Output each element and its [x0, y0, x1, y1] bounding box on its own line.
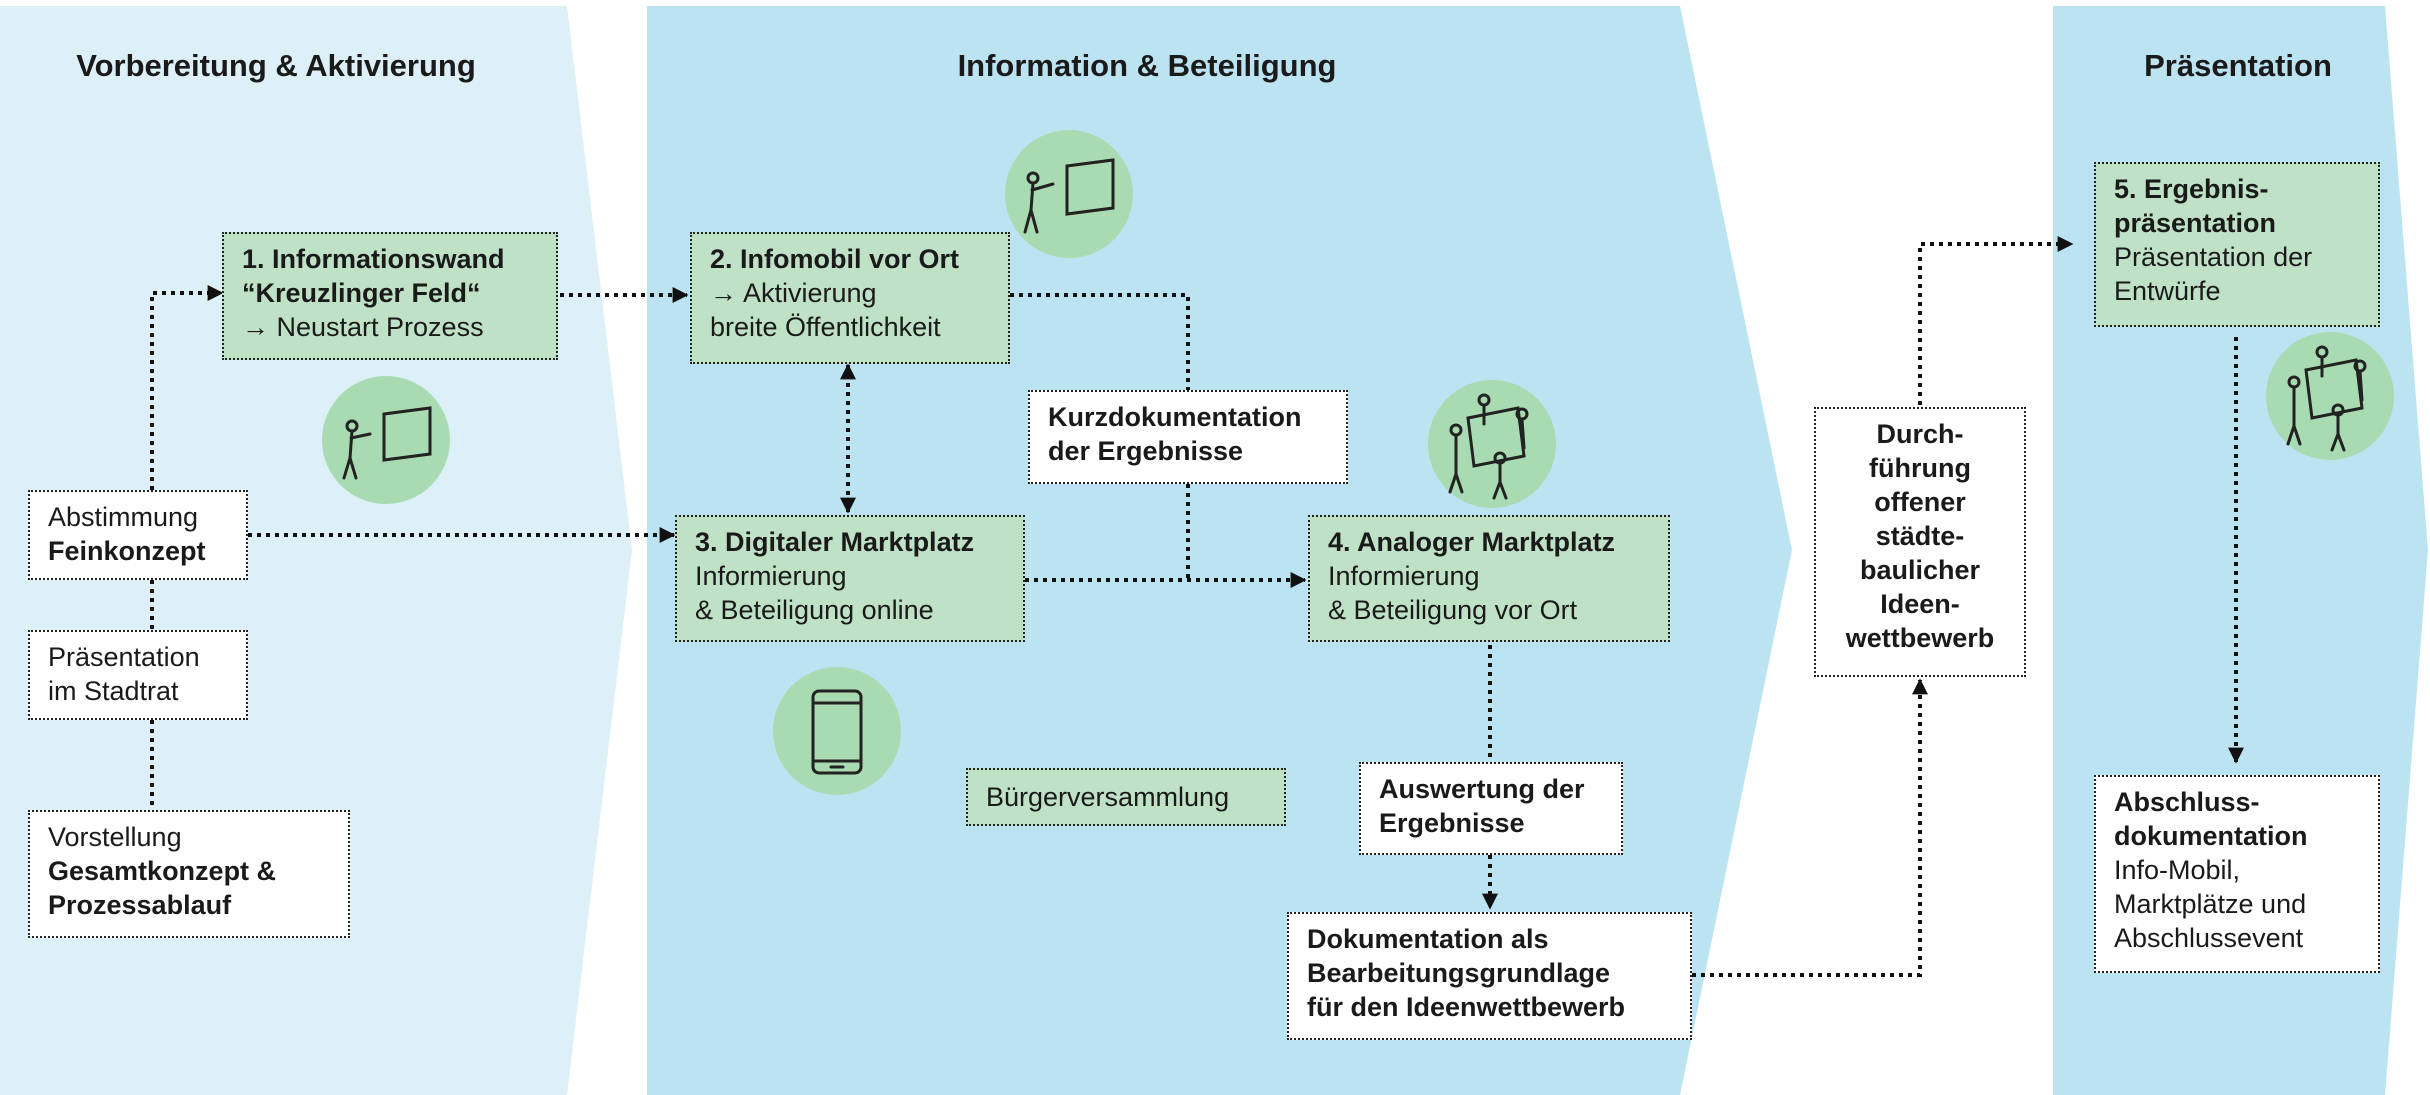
- box-title: “Kreuzlinger Feld“: [242, 278, 481, 308]
- box-text: Abstimmung: [48, 502, 199, 532]
- box-text: Marktplätze und: [2114, 889, 2307, 919]
- box-text: → Neustart Prozess: [242, 312, 484, 342]
- box-title: Ergebnisse: [1379, 808, 1525, 838]
- box-text: im Stadtrat: [48, 676, 179, 706]
- box-title: Bearbeitungsgrundlage: [1307, 958, 1611, 988]
- box-text: Info-Mobil,: [2114, 855, 2241, 885]
- box-title: 4. Analoger Marktplatz: [1328, 527, 1616, 557]
- box-infomobil: 2. Infomobil vor Ort → Aktivierung breit…: [690, 232, 1010, 364]
- phase-title-information: Information & Beteiligung: [957, 48, 1337, 83]
- box-title: 3. Digitaler Marktplatz: [695, 527, 975, 557]
- box-abschlussdokumentation: Abschluss- dokumentation Info-Mobil, Mar…: [2094, 775, 2380, 973]
- group-holding-board-icon: [2266, 332, 2394, 460]
- box-title: 1. Informationswand: [242, 244, 505, 274]
- box-title: dokumentation: [2114, 821, 2308, 851]
- box-title: wettbewerb: [1845, 623, 1995, 653]
- box-text: Präsentation der: [2114, 242, 2313, 272]
- box-title: präsentation: [2114, 208, 2277, 238]
- box-title: für den Ideenwettbewerb: [1307, 992, 1626, 1022]
- connector-abstimmung-to-infowand: [150, 285, 224, 490]
- box-auswertung: Auswertung der Ergebnisse: [1359, 762, 1623, 855]
- box-text: → Aktivierung: [710, 278, 877, 308]
- box-text: Vorstellung: [48, 822, 182, 852]
- box-title: Ideen-: [1880, 589, 1960, 619]
- box-praesentation-stadtrat: Präsentation im Stadtrat: [28, 630, 248, 720]
- box-title: Kurzdokumentation: [1048, 402, 1302, 432]
- box-text: breite Öffentlichkeit: [710, 312, 941, 342]
- box-title: Dokumentation als: [1307, 924, 1549, 954]
- box-digitaler-marktplatz: 3. Digitaler Marktplatz Informierung & B…: [675, 515, 1025, 642]
- box-title: städte-: [1875, 521, 1965, 551]
- box-abstimmung: Abstimmung Feinkonzept: [28, 490, 248, 580]
- box-title: offener: [1874, 487, 1966, 517]
- box-title: baulicher: [1859, 555, 1981, 585]
- box-buergerversammlung: Bürgerversammlung: [966, 768, 1286, 826]
- box-text: Informierung: [695, 561, 847, 591]
- box-title: Prozessablauf: [48, 890, 232, 920]
- presenter-board-icon: [322, 376, 450, 504]
- box-text: Bürgerversammlung: [986, 782, 1230, 812]
- connector-infomobil-to-kurzdoku: [1010, 293, 1190, 390]
- box-vorstellung: Vorstellung Gesamtkonzept & Prozessablau…: [28, 810, 350, 938]
- phase-title-praesentation: Präsentation: [2144, 48, 2332, 83]
- box-text: Präsentation: [48, 642, 200, 672]
- group-holding-board-icon: [1428, 380, 1556, 508]
- box-title: Gesamtkonzept &: [48, 856, 277, 886]
- box-title: Feinkonzept: [48, 536, 206, 566]
- box-text: Informierung: [1328, 561, 1480, 591]
- box-title: Auswertung der: [1379, 774, 1585, 804]
- connector-wettbewerb-to-ergebnis: [1918, 236, 2074, 405]
- box-informationswand: 1. Informationswand “Kreuzlinger Feld“ →…: [222, 232, 558, 360]
- box-text: & Beteiligung vor Ort: [1328, 595, 1578, 625]
- box-title: führung: [1869, 453, 1971, 483]
- box-title: der Ergebnisse: [1048, 436, 1244, 466]
- box-ideenwettbewerb: Durch- führung offener städte- baulicher…: [1814, 407, 2026, 677]
- presenter-board-icon: [1005, 130, 1133, 258]
- box-title: 2. Infomobil vor Ort: [710, 244, 960, 274]
- box-analoger-marktplatz: 4. Analoger Marktplatz Informierung & Be…: [1308, 515, 1670, 642]
- box-title: Durch-: [1876, 419, 1964, 449]
- box-ergebnispraesentation: 5. Ergebnis- präsentation Präsentation d…: [2094, 162, 2380, 327]
- smartphone-icon: [773, 667, 901, 795]
- connector-doku-to-wettbewerb: [1692, 678, 1928, 977]
- box-text: & Beteiligung online: [695, 595, 934, 625]
- box-kurzdokumentation: Kurzdokumentation der Ergebnisse: [1028, 390, 1348, 484]
- box-text: Entwürfe: [2114, 276, 2221, 306]
- box-title: 5. Ergebnis-: [2114, 174, 2269, 204]
- box-title: Abschluss-: [2114, 787, 2260, 817]
- box-text: Abschlussevent: [2114, 923, 2304, 953]
- box-dokumentation: Dokumentation als Bearbeitungsgrundlage …: [1287, 912, 1692, 1040]
- phase-title-vorbereitung: Vorbereitung & Aktivierung: [76, 48, 476, 83]
